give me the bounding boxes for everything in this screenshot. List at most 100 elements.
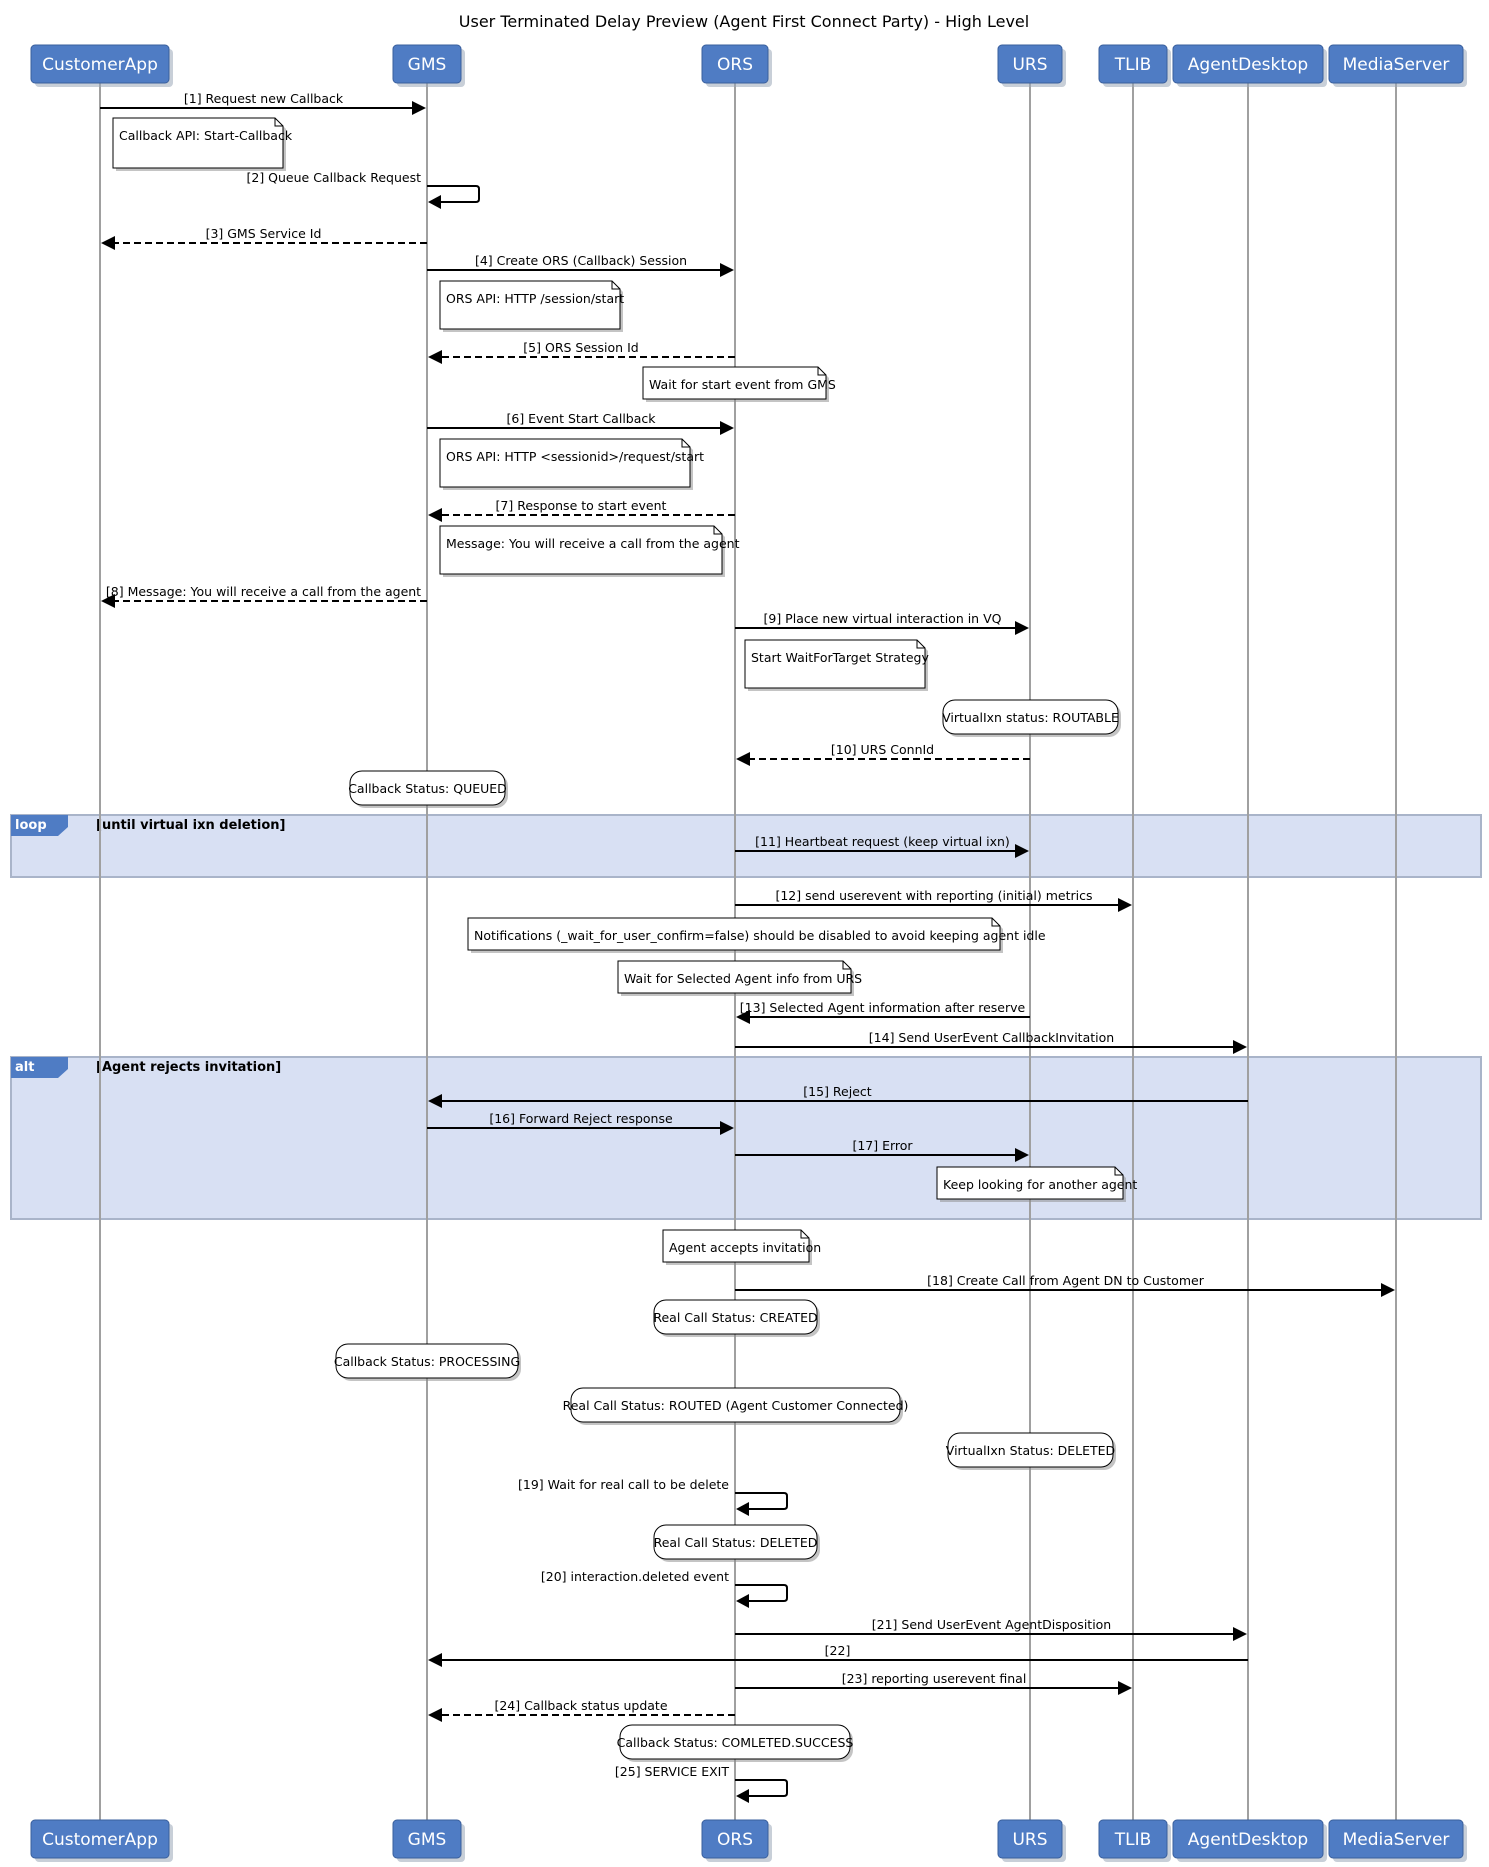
message-19: [19] Wait for real call to be delete bbox=[518, 1477, 788, 1516]
alt-fragment: alt [Agent rejects invitation] bbox=[10, 1056, 1482, 1220]
message-label: [16] Forward Reject response bbox=[489, 1111, 673, 1126]
message-14: [14] Send UserEvent CallbackInvitation bbox=[735, 1030, 1247, 1054]
loop-fragment-guard: [until virtual ixn deletion] bbox=[96, 818, 285, 833]
arrowhead bbox=[428, 508, 442, 522]
note-fold bbox=[916, 640, 925, 649]
note-box bbox=[112, 117, 284, 169]
note-3: Wait for start event from GMS bbox=[642, 366, 836, 402]
message-line bbox=[735, 1779, 788, 1797]
message-10: [10] URS ConnId bbox=[736, 742, 1030, 766]
participant-tlib-bottom: TLIB bbox=[1098, 1819, 1171, 1862]
note-text: Wait for Selected Agent info from URS bbox=[624, 971, 862, 986]
note-box bbox=[439, 280, 621, 330]
message-label: [6] Event Start Callback bbox=[506, 411, 656, 426]
message-label: [4] Create ORS (Callback) Session bbox=[475, 253, 687, 268]
alt-fragment-tab bbox=[11, 1057, 68, 1078]
message-label: [20] interaction.deleted event bbox=[541, 1569, 729, 1584]
arrowhead bbox=[1118, 898, 1132, 912]
note-text: VirtualIxn status: ROUTABLE bbox=[942, 710, 1119, 725]
arrowhead bbox=[1015, 844, 1029, 858]
note-text: Notifications (_wait_for_user_confirm=fa… bbox=[474, 928, 1046, 943]
message-label: [5] ORS Session Id bbox=[523, 340, 638, 355]
message-24: [24] Callback status update bbox=[428, 1698, 735, 1722]
participant-label: TLIB bbox=[1114, 1830, 1152, 1850]
participant-box bbox=[30, 44, 170, 84]
arrowhead bbox=[428, 1708, 442, 1722]
message-21: [21] Send UserEvent AgentDisposition bbox=[735, 1617, 1247, 1641]
message-label: [18] Create Call from Agent DN to Custom… bbox=[927, 1273, 1205, 1288]
note-box bbox=[439, 438, 691, 488]
message-11: [11] Heartbeat request (keep virtual ixn… bbox=[735, 834, 1029, 858]
participant-box bbox=[1172, 1819, 1324, 1859]
message-label: [7] Response to start event bbox=[496, 498, 667, 513]
note-box bbox=[617, 960, 852, 994]
note-text: ORS API: HTTP /session/start bbox=[446, 291, 624, 306]
loop-fragment-tab bbox=[11, 815, 68, 836]
message-label: [10] URS ConnId bbox=[831, 742, 934, 757]
message-label: [9] Place new virtual interaction in VQ bbox=[764, 611, 1002, 626]
arrowhead bbox=[736, 1594, 749, 1608]
arrowhead bbox=[412, 101, 426, 115]
participant-label: GMS bbox=[408, 1830, 447, 1850]
message-8: [8] Message: You will receive a call fro… bbox=[101, 584, 427, 608]
participant-tlib-top: TLIB bbox=[1098, 44, 1171, 87]
participant-box bbox=[701, 1819, 769, 1859]
note-text: Real Call Status: CREATED bbox=[653, 1310, 817, 1325]
message-label: [22] bbox=[825, 1643, 851, 1658]
note-text: Keep looking for another agent bbox=[943, 1177, 1137, 1192]
note-text: Callback API: Start-Callback bbox=[119, 128, 293, 143]
message-12: [12] send userevent with reporting (init… bbox=[735, 888, 1132, 912]
alt-fragment-frame bbox=[10, 1056, 1482, 1220]
participant-customerapp-top: CustomerApp bbox=[30, 44, 173, 87]
diagram-title: User Terminated Delay Preview (Agent Fir… bbox=[459, 12, 1029, 31]
note-text: Real Call Status: DELETED bbox=[654, 1535, 818, 1550]
participant-box bbox=[701, 44, 769, 84]
message-label: [15] Reject bbox=[803, 1084, 871, 1099]
note-fold bbox=[274, 118, 283, 127]
note-fold bbox=[991, 918, 1000, 927]
note-fold bbox=[1114, 1167, 1123, 1176]
participant-gms-top: GMS bbox=[392, 44, 465, 87]
note-17: Real Call Status: DELETED bbox=[653, 1524, 820, 1562]
note-1: Callback API: Start-Callback bbox=[112, 117, 293, 171]
note-6: Start WaitForTarget Strategy bbox=[744, 639, 929, 691]
participant-label: ORS bbox=[717, 1830, 753, 1850]
participant-box bbox=[997, 1819, 1063, 1859]
note-box bbox=[744, 639, 926, 689]
arrowhead bbox=[736, 752, 750, 766]
participant-label: MediaServer bbox=[1343, 55, 1450, 75]
arrowhead bbox=[736, 1502, 749, 1516]
messages: [1] Request new Callback[2] Queue Callba… bbox=[100, 91, 1395, 1803]
note-2: ORS API: HTTP /session/start bbox=[439, 280, 624, 332]
note-box bbox=[349, 770, 506, 806]
note-box bbox=[619, 1724, 851, 1760]
participant-urs-top: URS bbox=[997, 44, 1066, 87]
arrowhead bbox=[428, 1653, 442, 1667]
participant-box bbox=[392, 1819, 462, 1859]
participant-agentdesktop-bottom: AgentDesktop bbox=[1172, 1819, 1327, 1862]
message-label: [25] SERVICE EXIT bbox=[615, 1764, 729, 1779]
participant-box bbox=[30, 1819, 170, 1859]
participant-gms-bottom: GMS bbox=[392, 1819, 465, 1862]
note-13: Real Call Status: CREATED bbox=[653, 1299, 820, 1337]
arrowhead bbox=[720, 421, 734, 435]
participant-label: AgentDesktop bbox=[1188, 55, 1308, 75]
note-9: Notifications (_wait_for_user_confirm=fa… bbox=[467, 917, 1046, 953]
note-7: VirtualIxn status: ROUTABLE bbox=[942, 699, 1121, 737]
message-label: [3] GMS Service Id bbox=[206, 226, 322, 241]
participant-label: CustomerApp bbox=[42, 1830, 158, 1850]
note-text: ORS API: HTTP <sessionid>/request/start bbox=[446, 449, 704, 464]
message-18: [18] Create Call from Agent DN to Custom… bbox=[735, 1273, 1395, 1297]
note-box bbox=[439, 525, 723, 575]
message-3: [3] GMS Service Id bbox=[101, 226, 427, 250]
message-2: [2] Queue Callback Request bbox=[246, 170, 480, 209]
note-fold bbox=[713, 526, 722, 535]
note-fold bbox=[817, 367, 826, 376]
arrowhead bbox=[101, 594, 115, 608]
note-fold bbox=[800, 1230, 809, 1239]
note-box bbox=[947, 1432, 1114, 1468]
alt-fragment-kind: alt bbox=[15, 1060, 34, 1075]
participant-box bbox=[1328, 44, 1464, 84]
note-14: Callback Status: PROCESSING bbox=[334, 1343, 521, 1381]
message-line bbox=[427, 185, 480, 203]
